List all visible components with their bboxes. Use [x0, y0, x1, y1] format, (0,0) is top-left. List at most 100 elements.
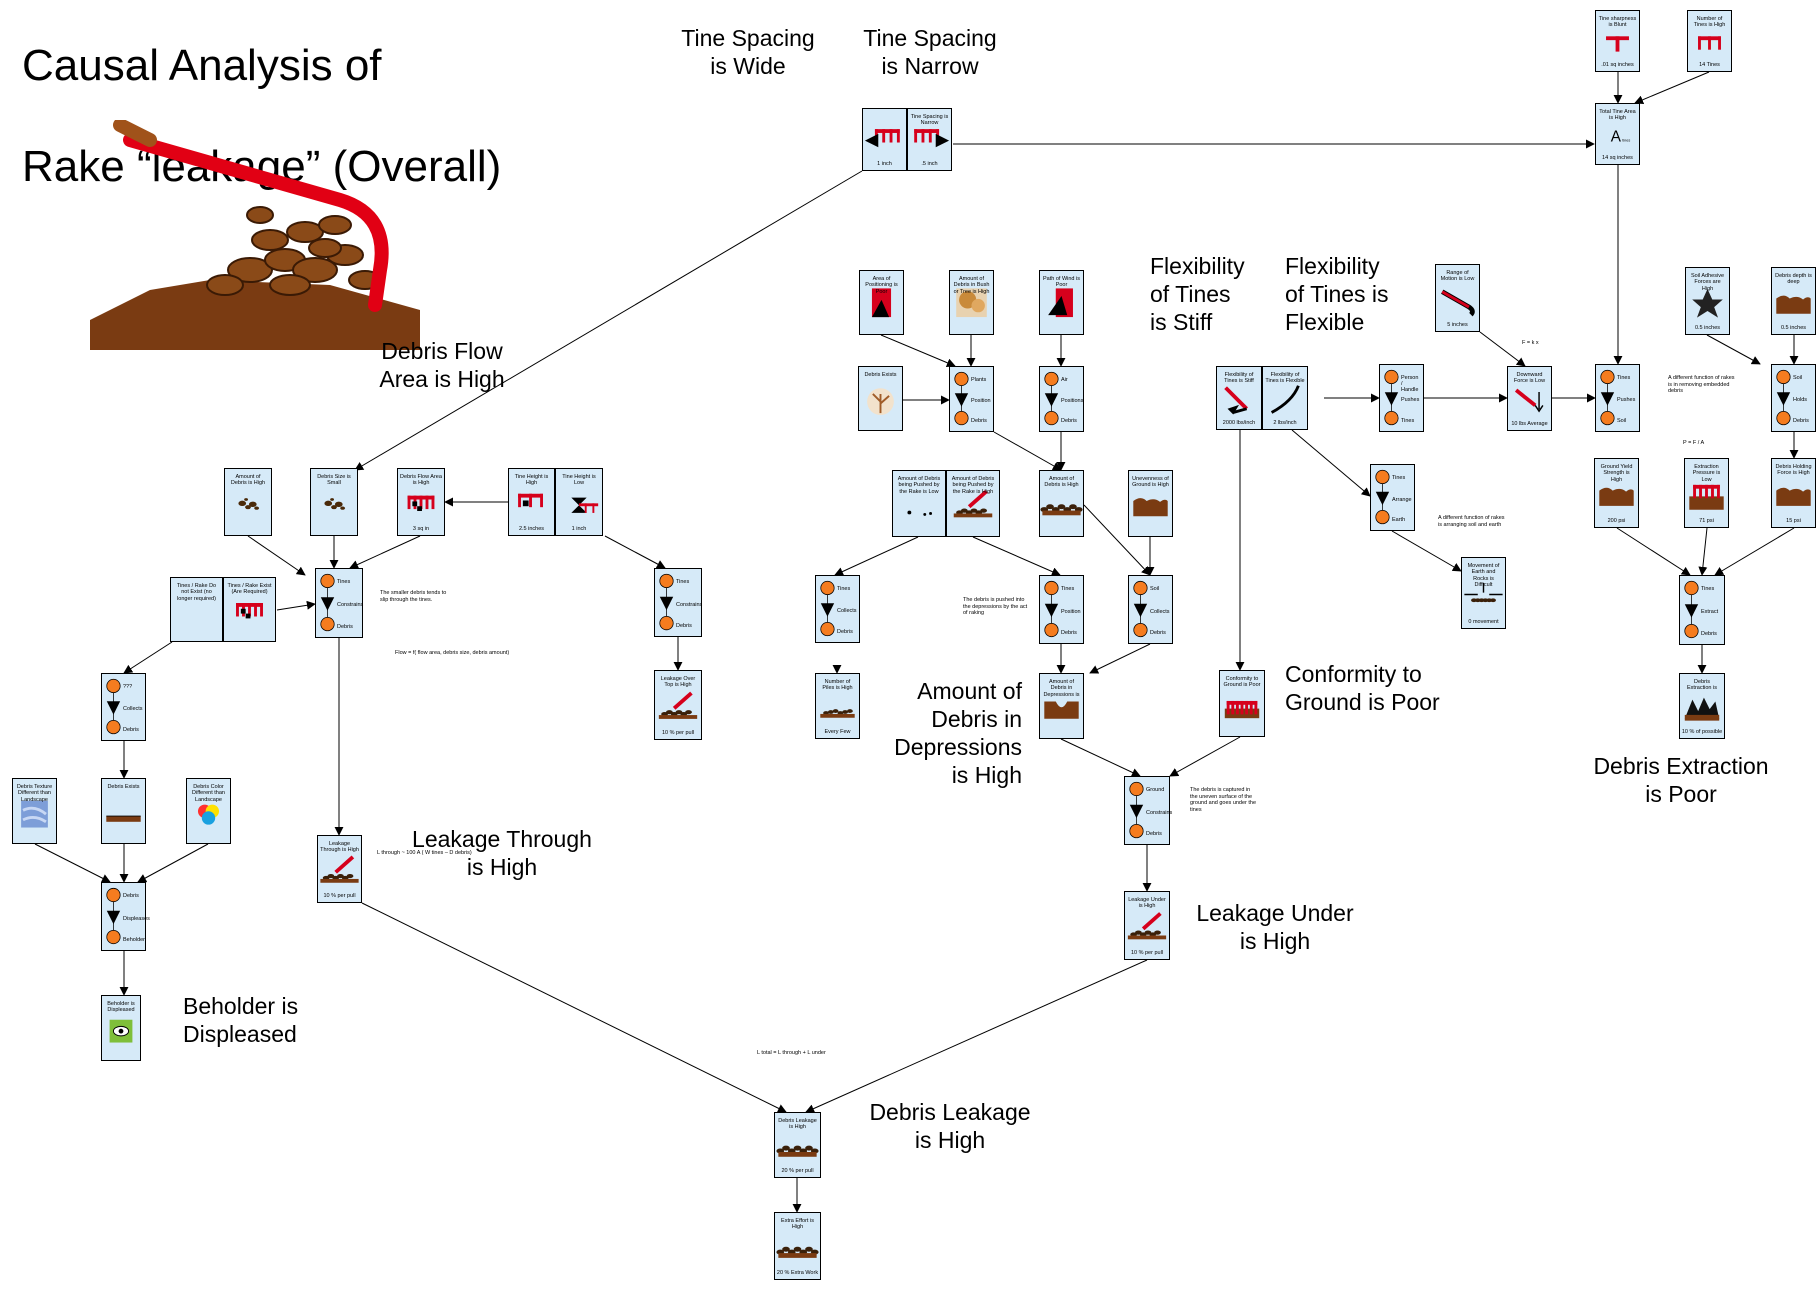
glyph-comb3	[1698, 36, 1721, 50]
node-icon	[1464, 583, 1503, 603]
subject-circle	[1375, 469, 1390, 485]
action-icon	[1044, 580, 1059, 638]
glyph-firewind	[1048, 288, 1073, 318]
node-icon	[1048, 288, 1073, 318]
connector-arrow	[1698, 527, 1708, 576]
node-value: 14 Tines	[1699, 62, 1720, 68]
subject-circle	[1044, 580, 1059, 596]
node-value: 10 % of possible	[1681, 729, 1723, 735]
glyph-fire	[871, 288, 892, 318]
action-verb: Constrains	[1146, 809, 1173, 816]
glyph-pile	[820, 709, 855, 718]
connector-arrow	[972, 536, 1061, 576]
node-value: 71 psi	[1699, 518, 1714, 524]
node-icon	[407, 495, 435, 512]
action-subject: Tines	[337, 579, 351, 585]
glyph-hourglass	[571, 497, 599, 513]
node-unevenness: Unevenness of Ground is High	[1128, 470, 1173, 537]
subject-circle	[820, 580, 835, 596]
node-icon	[864, 129, 900, 148]
glyph-arrows	[1464, 583, 1503, 603]
action-object: Debris	[1150, 630, 1166, 636]
node-title: Downward Force is Low	[1513, 372, 1546, 385]
connector-arrow	[805, 959, 1148, 1113]
node-extra-effort: Extra Effort is High 20 % Extra Work	[774, 1212, 821, 1280]
note-flow-formula: Flow = f( flow area, debris size, debris…	[395, 650, 510, 656]
action-arrow	[320, 597, 335, 611]
node-tines-exist: Tines / Rake Exist (Are Required)	[223, 577, 276, 642]
note-pfa: P = F / A	[1683, 440, 1705, 446]
glyph-texture	[21, 800, 48, 828]
action-verb: Constrains	[676, 601, 703, 608]
glyph-rake-pile	[953, 489, 993, 518]
node-tines-do-not: Tines / Rake Do not Exist (no longer req…	[170, 577, 223, 642]
action-verb: Collects	[1150, 608, 1170, 615]
glyph-soil	[1599, 487, 1634, 506]
action-arrow	[106, 701, 121, 715]
node-title: Soil Adhesive Forces are High	[1690, 273, 1725, 292]
node-spacing-wide: 1 inch	[862, 108, 907, 171]
node-amount-debris-left: Amount of Debris is High	[224, 468, 272, 536]
glyph-rake-pile	[1127, 912, 1167, 940]
glyph-rake-down	[1514, 388, 1544, 413]
object-circle	[954, 411, 969, 426]
node-icon	[1040, 504, 1083, 516]
node-title: Path of Wind is Poor	[1043, 276, 1080, 289]
glyph-mountains	[1684, 697, 1720, 721]
connector-arrow	[880, 334, 956, 368]
action-icon	[106, 678, 121, 735]
node-icon	[518, 493, 543, 508]
svg-text:tines: tines	[1622, 139, 1630, 143]
object-circle	[1044, 622, 1059, 638]
node-title: Extra Effort is High	[781, 1218, 814, 1231]
node-value: 14 sq inches	[1602, 155, 1633, 161]
subject-circle	[1384, 369, 1399, 385]
node-value: 1 inch	[571, 526, 587, 532]
node-title: Debris Leakage is High	[778, 1118, 817, 1131]
caption-extraction: Debris Extraction is Poor	[1593, 753, 1769, 808]
action-subject: Plants	[971, 377, 987, 383]
object-circle	[106, 719, 121, 735]
node-title: Tine sharpness is Blunt	[1598, 16, 1637, 29]
node-icon	[1514, 388, 1544, 413]
action-verb: Constrains	[337, 602, 364, 608]
node-icon	[776, 1246, 819, 1258]
connector-arrow	[1083, 504, 1151, 576]
action-object: Debris	[1146, 831, 1162, 837]
node-tine-sharp: Tine sharpness is Blunt.01 sq inches	[1595, 10, 1640, 72]
connector-arrow	[1060, 738, 1141, 777]
node-debris-extraction: Debris Extraction is 10 % of possible	[1679, 673, 1725, 739]
connector-arrow	[1634, 71, 1710, 105]
action-arrow	[1600, 392, 1615, 406]
node-value: 20 % Extra Work	[776, 1270, 819, 1276]
action-subject: ???	[123, 684, 133, 690]
action-icon	[1044, 371, 1059, 426]
object-circle	[320, 616, 335, 632]
node-title: Number of Piles is High	[822, 679, 853, 692]
node-amount-bush: Amount of Debris in Bush or Tree is High	[949, 270, 994, 335]
action-arrow	[1375, 491, 1390, 506]
node-title: Debris Extraction is	[1687, 679, 1717, 692]
node-icon	[1133, 498, 1168, 517]
connector-arrow	[1616, 527, 1691, 576]
action-object: Debris	[1701, 631, 1717, 637]
node-value: 5 inches	[1447, 322, 1468, 328]
node-value: 3 sq in	[412, 526, 430, 532]
title-line-1: Causal Analysis of	[22, 40, 382, 90]
connector-arrow	[1291, 429, 1371, 497]
node-title: Flexibility of Tines is Flexible	[1265, 372, 1305, 385]
glyph-dots	[907, 510, 932, 516]
action-verb: Extract	[1701, 609, 1719, 615]
node-value: 2000 lbs/inch	[1222, 420, 1256, 426]
node-icon	[1044, 701, 1079, 719]
node-title: Debris Exists	[864, 372, 897, 378]
glyph-rake-hook	[1224, 386, 1249, 415]
node-icon	[820, 709, 855, 718]
connector-arrow	[361, 902, 787, 1113]
